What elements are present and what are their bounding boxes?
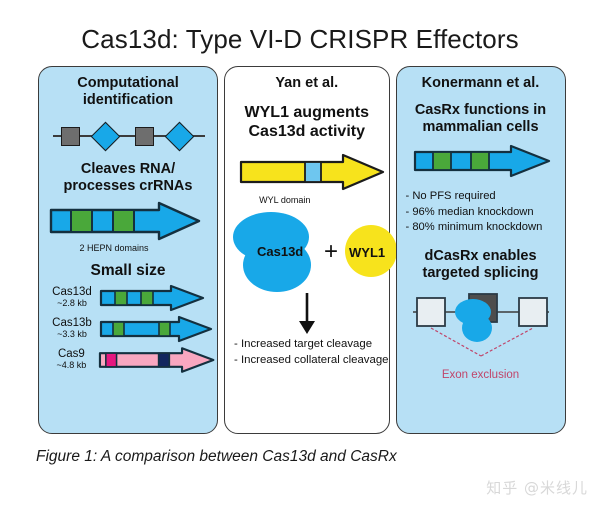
- outcome-bullet-1: - Increased target cleavage: [234, 337, 373, 350]
- panel-1-header: Computational identification: [39, 75, 217, 109]
- outcomes-bullets: - Increased target cleavage - Increased …: [225, 337, 389, 368]
- hepn-caption: 2 HEPN domains: [79, 243, 149, 254]
- wyl1-augments-title: WYL1 augments Cas13d activity: [225, 104, 389, 142]
- exon-box-left: [415, 297, 446, 327]
- size-label-cas9: Cas9 ~4.8 kb: [45, 348, 98, 371]
- panel-computational-identification: Computational identification Cleaves RNA…: [38, 66, 218, 434]
- wyl-domain-caption: WYL domain: [259, 194, 311, 205]
- casrx-bullets: - No PFS required - 96% median knockdown…: [397, 189, 565, 235]
- panel-konermann-et-al: Konermann et al. CasRx functions in mamm…: [395, 66, 566, 434]
- size-label-cas13d: Cas13d ~2.8 kb: [45, 286, 99, 309]
- cas13d-blob-label: Cas13d: [257, 243, 304, 259]
- domain-chain-graphic: [39, 119, 217, 153]
- chain-square-2: [135, 127, 154, 147]
- panel-1-header-line-1: Computational: [77, 75, 179, 91]
- chain-diamond-1: [90, 121, 121, 152]
- casrx-bullet-3: - 80% minimum knockdown: [405, 221, 543, 234]
- wyl1-title-line-2: Cas13d activity: [248, 122, 365, 140]
- cleaves-rna-line-1: Cleaves RNA/: [80, 161, 176, 178]
- size-name-cas9: Cas9: [57, 348, 85, 361]
- cleaves-rna-title: Cleaves RNA/ processes crRNAs: [39, 161, 217, 195]
- figure-caption: Figure 1: A comparison between Cas13d an…: [36, 448, 397, 465]
- dcasrx-title-line-1: dCasRx enables: [424, 247, 537, 264]
- size-name-cas13b: Cas13b: [52, 317, 92, 330]
- plus-sign: +: [324, 237, 339, 265]
- arrow-cas13d: [99, 284, 205, 311]
- casrx-title-line-1: CasRx functions in: [414, 102, 547, 119]
- size-name-cas13d: Cas13d: [52, 286, 92, 299]
- arrow-cas9: [98, 346, 215, 373]
- size-kb-cas13b: ~3.3 kb: [57, 329, 87, 340]
- panel-container: Computational identification Cleaves RNA…: [38, 66, 566, 434]
- casrx-mammalian-title: CasRx functions in mammalian cells: [397, 102, 565, 136]
- size-label-cas13b: Cas13b ~3.3 kb: [45, 317, 99, 340]
- small-size-title: Small size: [90, 262, 166, 280]
- size-row-cas13b: Cas13b ~3.3 kb: [39, 315, 217, 343]
- casrx-title-line-2: mammalian cells: [422, 119, 539, 136]
- outcome-bullet-2: - Increased collateral cleavage: [234, 353, 389, 366]
- watermark: 知乎 @米线儿: [486, 479, 588, 497]
- dcasrx-lobe-lower: [461, 313, 492, 342]
- casrx-bullet-1: - No PFS required: [405, 190, 496, 203]
- panel-3-header: Konermann et al.: [421, 75, 540, 91]
- dcasrx-splicing-title: dCasRx enables targeted splicing: [397, 248, 565, 282]
- down-arrow-graphic: [225, 292, 389, 335]
- wyl1-title-line-1: WYL1 augments: [244, 104, 369, 122]
- size-kb-cas13d: ~2.8 kb: [57, 298, 87, 309]
- chain-diamond-2: [164, 121, 195, 152]
- casrx-arrow-graphic: [397, 144, 565, 183]
- panel-1-header-line-2: identification: [82, 92, 174, 109]
- exon-box-right: [517, 297, 548, 327]
- wyl-arrow-graphic: [225, 152, 389, 197]
- chain-square-1: [61, 127, 80, 147]
- size-kb-cas9: ~4.8 kb: [56, 360, 87, 371]
- hepn-arrow-graphic: [39, 201, 217, 246]
- casrx-bullet-2: - 96% median knockdown: [405, 205, 534, 218]
- wyl1-circle: [345, 224, 397, 277]
- exon-diagram-graphic: [397, 288, 565, 367]
- wyl1-circle-label: WYL1: [349, 244, 386, 260]
- panel-yan-et-al: Yan et al. WYL1 augments Cas13d activity…: [224, 66, 397, 434]
- dcasrx-title-line-2: targeted splicing: [422, 264, 539, 281]
- size-row-cas9: Cas9 ~4.8 kb: [39, 346, 217, 374]
- chain-line: [53, 135, 205, 138]
- exon-exclusion-label: Exon exclusion: [441, 368, 520, 381]
- size-row-cas13d: Cas13d ~2.8 kb: [39, 284, 217, 312]
- page-title: Cas13d: Type VI-D CRISPR Effectors: [81, 24, 519, 54]
- panel-2-header: Yan et al.: [275, 75, 339, 91]
- cleaves-rna-line-2: processes crRNAs: [63, 178, 193, 195]
- complex-graphic: Cas13d + WYL1: [225, 211, 397, 295]
- cas13d-lobe-lower: [243, 237, 311, 292]
- arrow-cas13b: [99, 315, 213, 342]
